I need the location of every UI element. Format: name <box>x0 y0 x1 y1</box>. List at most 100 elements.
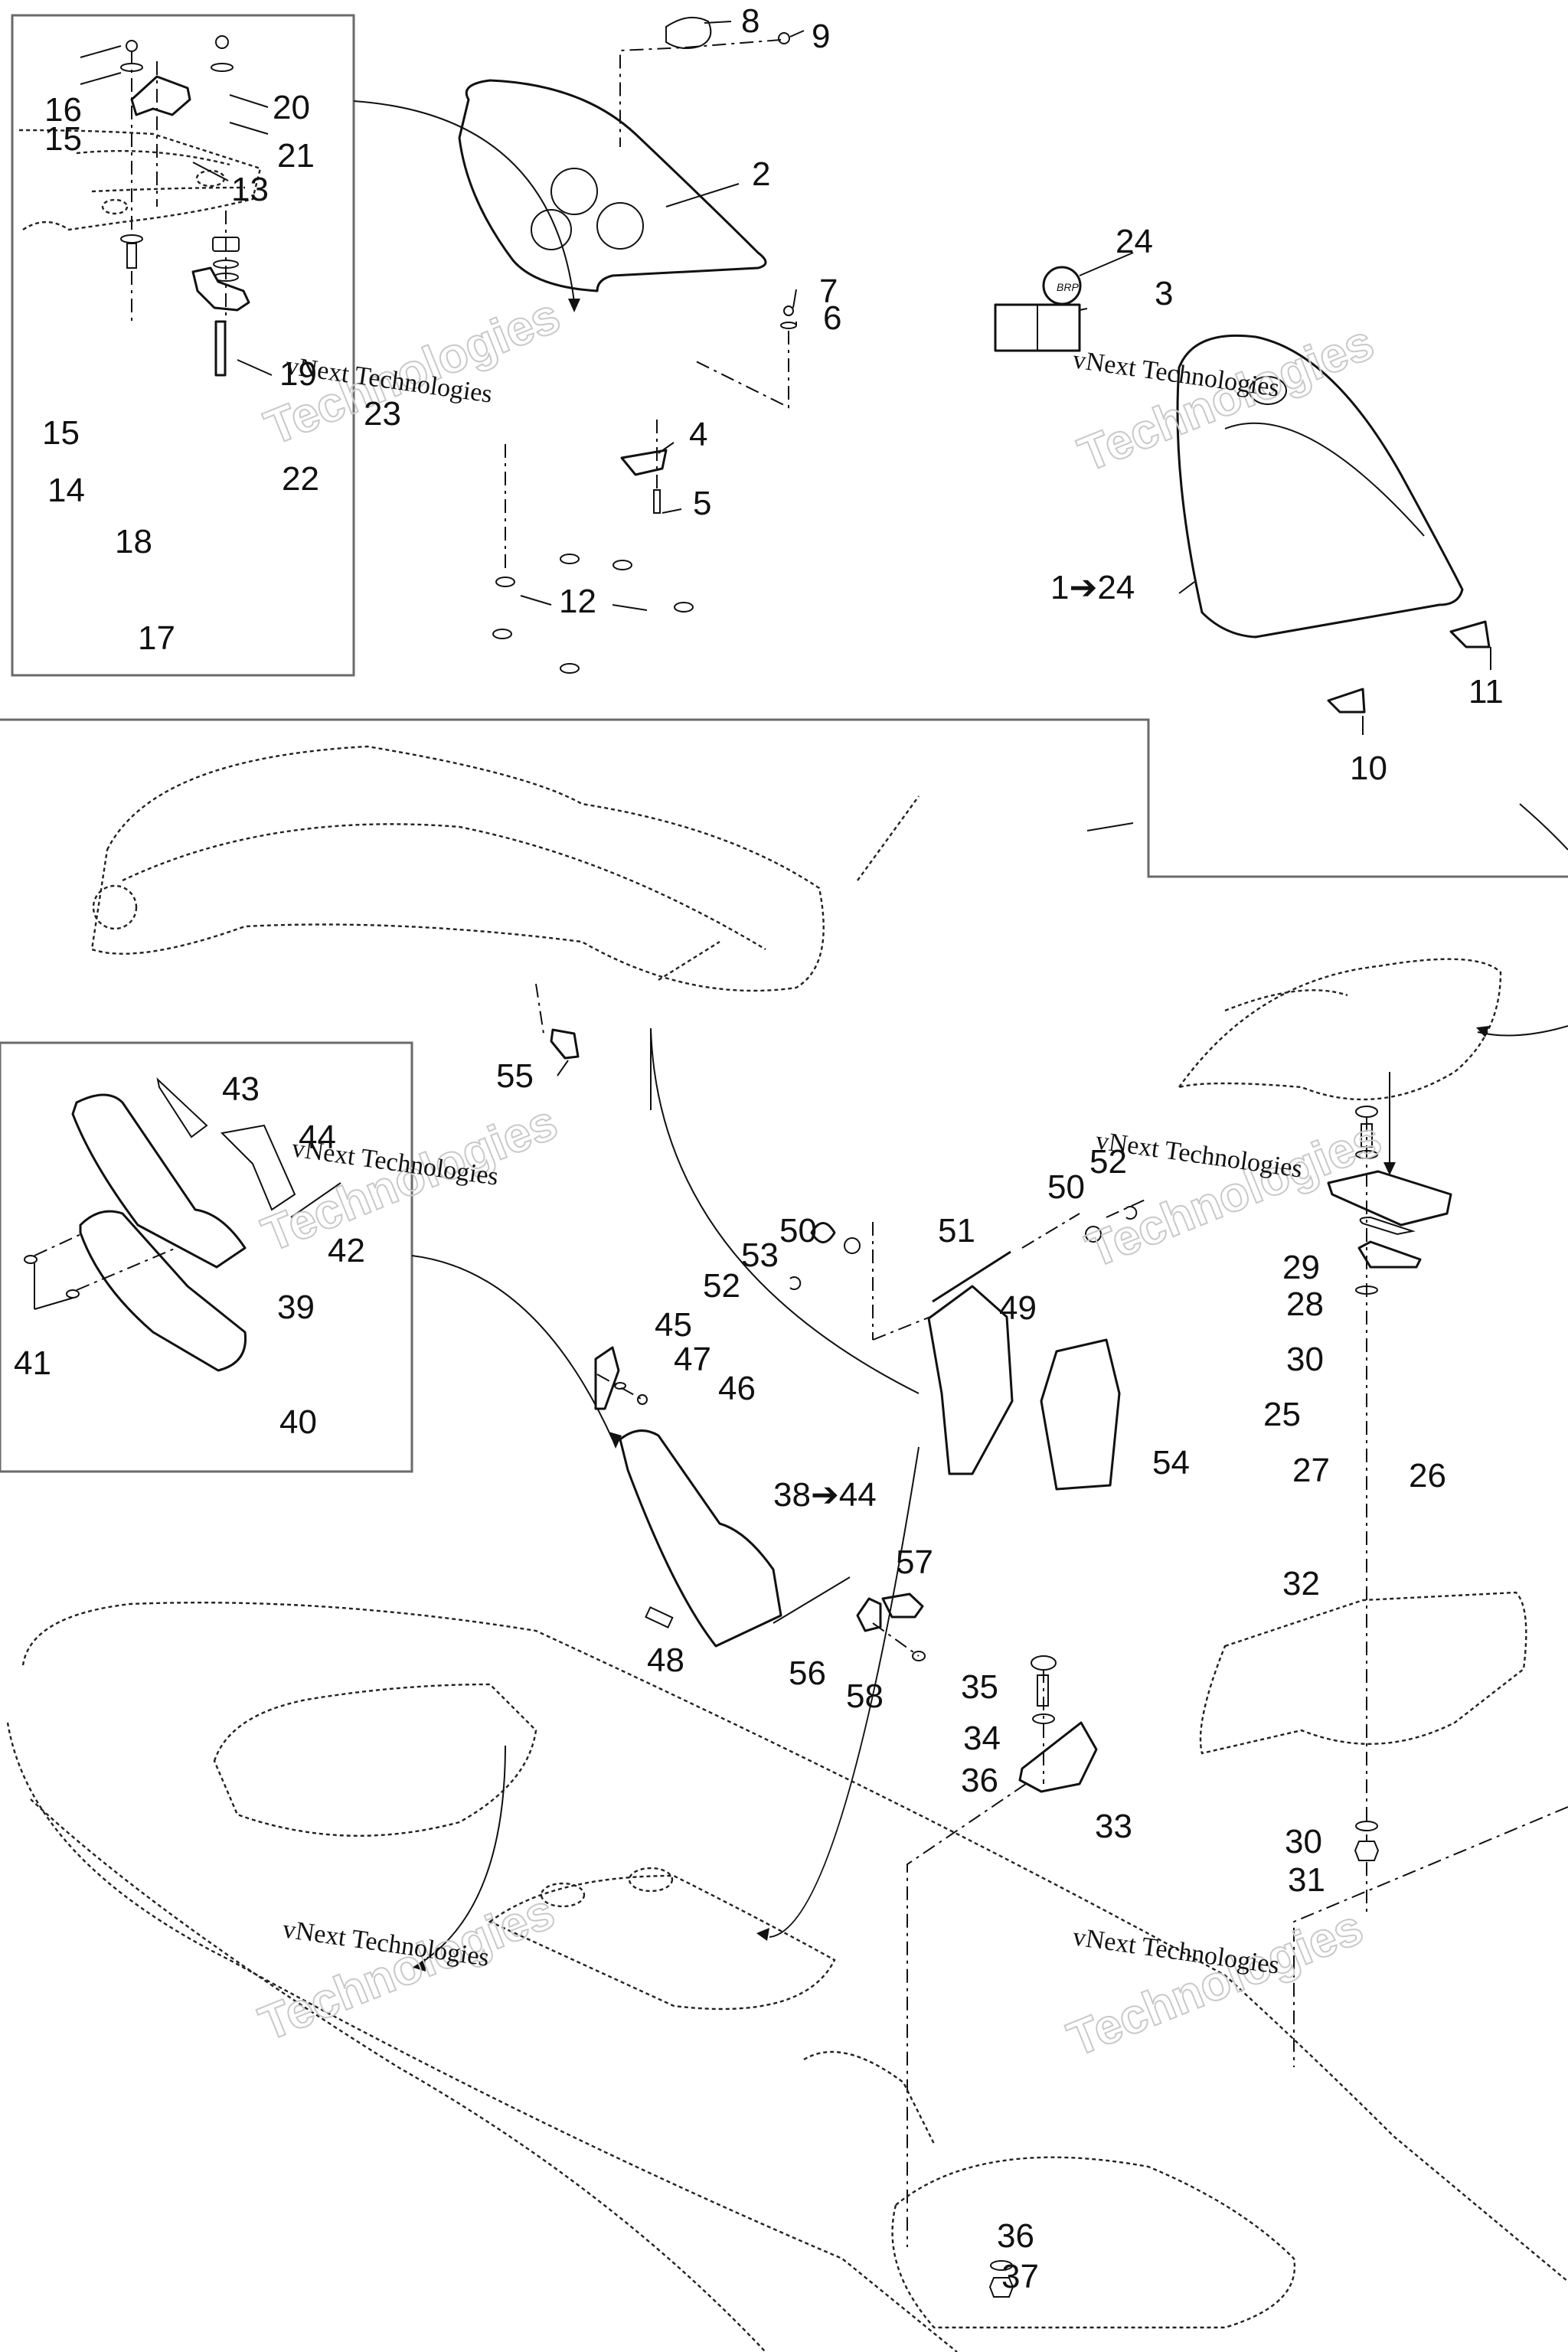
callout-15b[interactable]: 15 <box>42 414 80 452</box>
part-42-strip[interactable] <box>290 1182 341 1218</box>
callout-24[interactable]: 24 <box>1116 223 1153 260</box>
part-20-nut[interactable] <box>215 35 229 49</box>
callout-8[interactable]: 8 <box>741 2 760 40</box>
part-2-seat-pan[interactable] <box>458 79 767 292</box>
callout-19[interactable]: 19 <box>279 355 317 393</box>
callout-52a[interactable]: 52 <box>703 1267 740 1305</box>
part-30-washer-bottom[interactable] <box>1355 1821 1378 1831</box>
part-1-seat-cover[interactable] <box>1176 334 1464 639</box>
callout-48[interactable]: 48 <box>647 1642 684 1679</box>
callout-35[interactable]: 35 <box>961 1668 998 1706</box>
part-52-clip-left[interactable] <box>789 1276 802 1290</box>
part-45-bracket[interactable] <box>594 1346 620 1410</box>
callout-36b[interactable]: 36 <box>997 2217 1034 2255</box>
callout-2[interactable]: 2 <box>752 155 770 193</box>
callout-30b[interactable]: 30 <box>1285 1823 1322 1860</box>
callout-43[interactable]: 43 <box>222 1070 260 1108</box>
part-38-backrest[interactable] <box>619 1429 782 1648</box>
part-53-spring[interactable] <box>810 1222 836 1243</box>
part-27-spring-clip[interactable] <box>1359 1216 1416 1236</box>
callout-54[interactable]: 54 <box>1152 1444 1190 1481</box>
callout-12[interactable]: 12 <box>559 583 596 620</box>
part-41-screw-b[interactable] <box>66 1289 80 1298</box>
part-50-bushing-left[interactable] <box>844 1237 861 1254</box>
callout-36a[interactable]: 36 <box>961 1762 998 1799</box>
callout-29[interactable]: 29 <box>1282 1249 1320 1286</box>
callout-17[interactable]: 17 <box>138 619 175 657</box>
callout-50a[interactable]: 50 <box>779 1212 817 1250</box>
callout-32[interactable]: 32 <box>1282 1565 1320 1602</box>
part-29-cap[interactable] <box>1355 1106 1378 1118</box>
callout-18[interactable]: 18 <box>115 523 152 560</box>
callout-56[interactable]: 56 <box>789 1655 826 1692</box>
callout-47[interactable]: 47 <box>674 1341 711 1378</box>
part-5-screw[interactable] <box>653 489 661 514</box>
part-44-pad[interactable] <box>220 1124 296 1211</box>
callout-40[interactable]: 40 <box>279 1403 317 1441</box>
callout-33[interactable]: 33 <box>1095 1808 1132 1845</box>
callout-55[interactable]: 55 <box>496 1057 534 1095</box>
callout-38-to-44[interactable]: 38➔44 <box>773 1476 877 1514</box>
callout-9[interactable]: 9 <box>812 18 830 55</box>
callout-1-to-24[interactable]: 1➔24 <box>1050 569 1135 606</box>
callout-31[interactable]: 31 <box>1288 1861 1325 1899</box>
part-13-bracket[interactable] <box>130 75 191 116</box>
callout-57[interactable]: 57 <box>896 1544 933 1581</box>
callout-58[interactable]: 58 <box>846 1677 884 1715</box>
callout-23[interactable]: 23 <box>364 395 401 433</box>
callout-6[interactable]: 6 <box>823 299 841 337</box>
part-55-bumper[interactable] <box>550 1028 580 1060</box>
part-26-latch-tab[interactable] <box>1357 1240 1422 1269</box>
callout-44[interactable]: 44 <box>299 1119 336 1156</box>
part-41-screw-a[interactable] <box>24 1255 38 1264</box>
part-16-nut[interactable] <box>126 40 138 52</box>
part-51-pin[interactable] <box>932 1250 1011 1303</box>
callout-52b[interactable]: 52 <box>1089 1143 1127 1181</box>
callout-20[interactable]: 20 <box>273 89 310 126</box>
callout-13[interactable]: 13 <box>231 171 269 208</box>
callout-26[interactable]: 26 <box>1409 1457 1446 1494</box>
callout-37[interactable]: 37 <box>1001 2258 1039 2295</box>
part-40-backrest-lower[interactable] <box>79 1210 247 1372</box>
callout-34[interactable]: 34 <box>963 1720 1001 1757</box>
part-8-ring[interactable] <box>665 16 712 50</box>
callout-21[interactable]: 21 <box>277 137 315 175</box>
part-54-hinge-cover[interactable] <box>1040 1338 1121 1491</box>
part-12-rubber-bumpers[interactable] <box>492 554 694 674</box>
part-49-hinge-arm[interactable] <box>927 1285 1014 1475</box>
part-14-bolt[interactable] <box>126 243 137 269</box>
callout-14[interactable]: 14 <box>47 472 85 509</box>
callout-41[interactable]: 41 <box>14 1344 51 1382</box>
callout-50b[interactable]: 50 <box>1047 1168 1085 1206</box>
part-18-lever[interactable] <box>191 266 250 312</box>
callout-10[interactable]: 10 <box>1350 750 1387 787</box>
part-4-plate[interactable] <box>620 449 668 476</box>
part-15-washer-bottom[interactable] <box>120 234 143 243</box>
callout-4[interactable]: 4 <box>689 416 707 453</box>
part-6-washer[interactable] <box>780 322 797 329</box>
callout-46[interactable]: 46 <box>718 1370 756 1407</box>
callout-45[interactable]: 45 <box>655 1306 692 1344</box>
callout-53[interactable]: 53 <box>741 1236 779 1274</box>
part-7-nut[interactable] <box>783 305 794 316</box>
part-21-washer[interactable] <box>211 63 234 72</box>
part-43-pad[interactable] <box>156 1077 208 1138</box>
callout-51[interactable]: 51 <box>938 1212 975 1250</box>
callout-28[interactable]: 28 <box>1286 1285 1324 1323</box>
part-48-pad[interactable] <box>645 1606 674 1628</box>
callout-3[interactable]: 3 <box>1155 275 1173 312</box>
part-36-washer-bottom[interactable] <box>990 2260 1013 2271</box>
part-57-clip[interactable] <box>881 1592 924 1619</box>
callout-27[interactable]: 27 <box>1292 1452 1330 1489</box>
part-10-trim-cap[interactable] <box>1327 688 1366 714</box>
callout-11[interactable]: 11 <box>1468 673 1504 710</box>
part-50-bushing-right[interactable] <box>1085 1226 1102 1243</box>
part-39-backrest-upper[interactable] <box>71 1093 247 1269</box>
part-33-bracket[interactable] <box>1018 1721 1098 1793</box>
part-46-nut[interactable] <box>637 1394 648 1405</box>
part-37-nut[interactable] <box>988 2277 1014 2298</box>
callout-15a[interactable]: 15 <box>44 120 82 158</box>
callout-30a[interactable]: 30 <box>1286 1341 1324 1378</box>
callout-7[interactable]: 7 <box>819 273 838 310</box>
part-35-cap[interactable] <box>1031 1655 1057 1671</box>
